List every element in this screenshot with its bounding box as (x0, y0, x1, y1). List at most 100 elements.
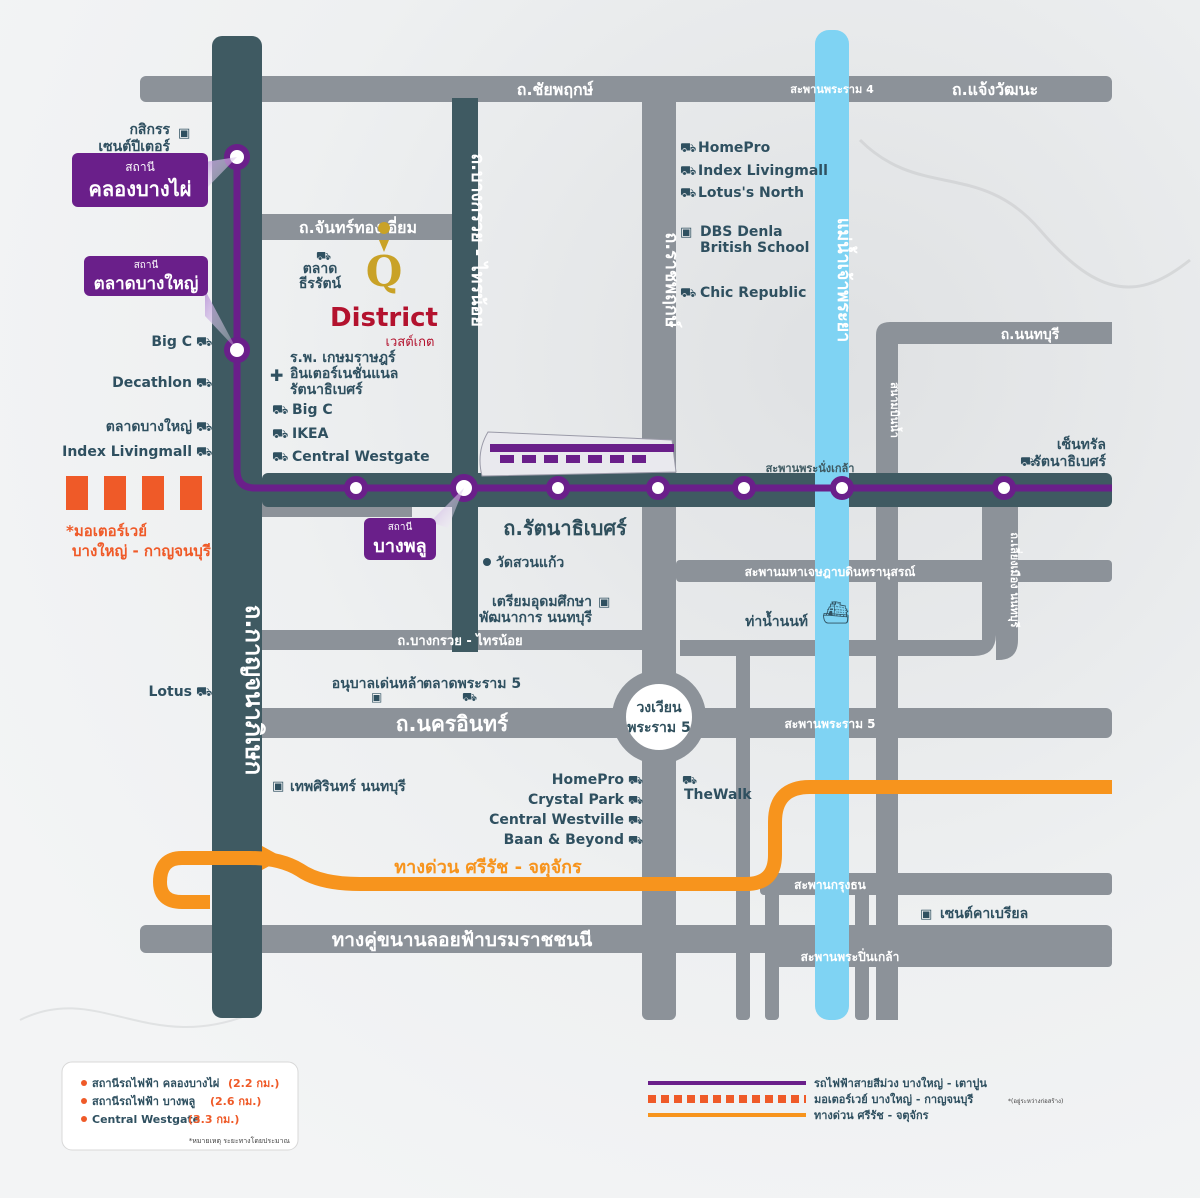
road-label-liangmueang: ถ.เลี่ยงเมือง นนทบุรี (1007, 532, 1023, 627)
motorway-note-1: *มอเตอร์เวย์ (66, 522, 147, 540)
poi-triam-2: พัฒนาการ นนทบุรี (479, 610, 592, 626)
chao-phraya-river (815, 30, 849, 1020)
motorway-dash (142, 476, 164, 510)
marble-vein (19, 1007, 261, 1028)
station-dot[interactable] (646, 476, 670, 500)
station-beam (205, 290, 237, 350)
poi-st-cabrini: เซนต์คาเบรียล (940, 905, 1028, 922)
cart-icon: ⛟ (196, 376, 212, 391)
road-label-rattanathibet: ถ.รัตนาธิเบศร์ (503, 516, 627, 540)
road-bangkruai-sainoi (452, 98, 478, 652)
cart-icon: ⛟ (462, 690, 477, 704)
legend-row3-dist: (3.3 กม.) (188, 1113, 239, 1126)
station-beam (205, 157, 237, 190)
purple-line (233, 156, 1112, 492)
project-name: District (330, 303, 438, 333)
motorway-note-2: บางใหญ่ - กาญจนบุรี (72, 542, 212, 561)
cart-icon: ⛟ (272, 450, 288, 465)
poi-hospital-2: อินเตอร์เนชั่นแนล (289, 363, 398, 382)
legend-row2-dist: (2.6 กม.) (210, 1095, 261, 1108)
circle-label-1: วงเวียน (636, 700, 682, 716)
poi-central-rattana-1: เซ็นทรัล (1057, 435, 1106, 453)
poi-wat: วัดสวนแก้ว (496, 555, 564, 571)
legend-lines: รถไฟฟ้าสายสีม่วง บางใหญ่ - เตาปูน มอเตอร… (648, 1076, 1063, 1123)
station-dot[interactable] (546, 476, 570, 500)
cart-icon: ⛟ (272, 403, 288, 418)
cart-icon: ⛟ (196, 335, 212, 350)
road-chaiyaphruek (140, 76, 1112, 102)
poi-homepro-top: HomePro (698, 140, 771, 156)
expressway-arrow-icon (262, 846, 284, 870)
poi-lotus-left: Lotus (148, 684, 192, 700)
motorway-dash (180, 476, 202, 510)
logo-q-letter: Q (366, 247, 403, 296)
station-dot[interactable] (830, 476, 854, 500)
road-label-bangkruai-vertical: ถ.บางกรวย - ไทรน้อย (467, 153, 489, 327)
road-ratchaphruek (642, 76, 676, 1020)
road-label-rama5-bridge: สะพานพระราม 5 (784, 717, 875, 731)
poi-lotus-north: Lotus's North (698, 185, 804, 201)
hospital-icon: ✚ (270, 366, 283, 385)
legend-row3-text: Central Westgate (92, 1113, 200, 1126)
motorway-dashes (66, 476, 202, 510)
poi-pier: ท่าน้ำนนท์ (745, 610, 808, 630)
poi-chic: Chic Republic (700, 285, 806, 301)
cart-icon: ⛟ (628, 833, 643, 847)
road-label-sapan-rama4: สะพานพระราม 4 (790, 83, 874, 96)
train-illustration (479, 431, 677, 477)
road-label-boromratchachonnani: ทางคู่ขนานลอยฟ้าบรมราชชนนี (332, 929, 593, 952)
project-logo[interactable]: Q District เวสต์เกต (330, 247, 438, 350)
poi-decathlon: Decathlon (112, 375, 192, 391)
cart-icon: ⛟ (272, 427, 288, 442)
poi-central-rattana-2: รัตนาธิเบศร์ (1033, 453, 1106, 470)
legend-row1-text: สถานีรถไฟฟ้า คลองบางไผ่ (92, 1076, 219, 1090)
poi-bigc-mid: Big C (292, 402, 333, 418)
poi-ikea: IKEA (292, 426, 329, 442)
station-card-khlong-bang-phai[interactable] (72, 153, 208, 207)
road-label-sanambinnam: สนามบินน้ำ (888, 382, 903, 438)
road-label-nakhonin: ถ.นครอินทร์ (396, 712, 509, 736)
road-liangmueang-v2 (996, 488, 1018, 660)
traffic-circle-rama5 (612, 670, 706, 764)
station-dot[interactable] (732, 476, 756, 500)
station-dot[interactable] (992, 476, 1016, 500)
expressway-sirat (153, 780, 1112, 909)
cart-icon: ⛟ (680, 141, 696, 156)
poi-anuban: อนุบาลเด่นหล้า (332, 676, 424, 692)
road-vertical-a (736, 640, 750, 1020)
road-vertical-c (855, 873, 869, 1020)
station-dot[interactable] (344, 476, 368, 500)
station-card-bang-phlu[interactable] (364, 518, 436, 560)
train-window (610, 455, 624, 463)
legend-purple-text: รถไฟฟ้าสายสีม่วง บางใหญ่ - เตาปูน (814, 1076, 987, 1091)
school-icon: ▣ (598, 595, 610, 610)
school-icon: ▣ (178, 126, 190, 141)
legend-expressway-text: ทางด่วน ศรีรัช - จตุจักร (814, 1109, 929, 1123)
poi-thewalk: TheWalk (684, 787, 752, 803)
road-label-kanchanaphisek: ถ.กาญจนาภิเษก (240, 605, 268, 775)
station-name-talad-bang-yai: ตลาดบางใหญ่ (94, 273, 199, 294)
station-card-talad-bang-yai[interactable] (84, 256, 208, 296)
road-label-pinklao: สะพานพระปิ่นเกล้า (801, 948, 900, 964)
cart-icon: ⛟ (628, 813, 643, 827)
marble-vein (858, 138, 1191, 289)
road-label-chaiyaphruek: ถ.ชัยพฤกษ์ (517, 80, 594, 99)
legend-row2-text: สถานีรถไฟฟ้า บางพลู (92, 1094, 196, 1109)
train-body (479, 431, 677, 477)
cart-icon: ⛟ (680, 286, 696, 301)
circle-label-2: พระราม 5 (627, 720, 691, 736)
legend-bullet (81, 1098, 87, 1104)
cart-icon: ⛟ (680, 164, 696, 179)
station-name-khlong-bang-phai: คลองบางไผ่ (89, 177, 192, 201)
road-label-chaengwattana: ถ.แจ้งวัฒนะ (952, 80, 1038, 99)
motorway-dash (104, 476, 126, 510)
road-label-nonthaburi: ถ.นนทบุรี (1001, 327, 1060, 343)
road-label-bangkruai-h: ถ.บางกรวย - ไทรน้อย (397, 632, 522, 649)
school-icon: ▣ (680, 225, 692, 240)
poi-dbs-2: British School (700, 240, 809, 256)
cart-icon: ⛟ (628, 773, 643, 787)
road-chanthongiam (262, 214, 458, 240)
poi-talad-thirarat-2: ธีรรัตน์ (298, 275, 341, 292)
cart-icon: ⛟ (1020, 455, 1036, 470)
